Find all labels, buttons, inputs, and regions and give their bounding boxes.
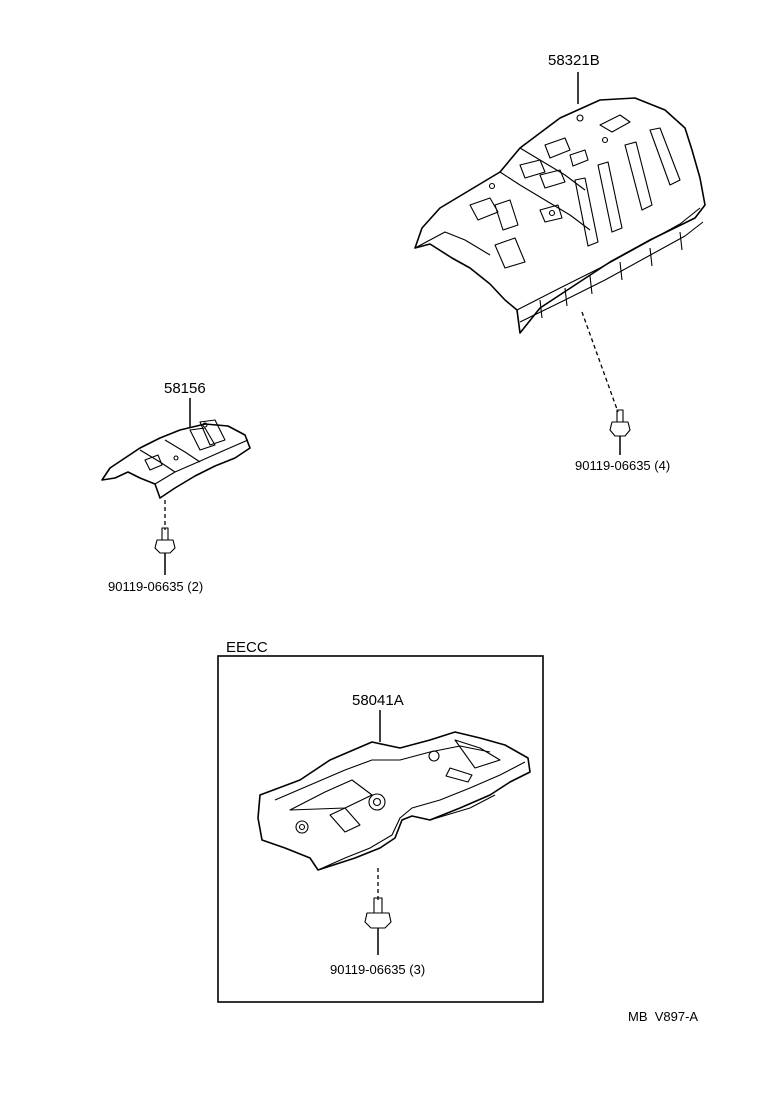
part-label-bolt-3: 90119-06635 (3) xyxy=(330,962,425,977)
heat-shield-58321b xyxy=(414,97,706,334)
bolt-icon xyxy=(609,409,631,437)
part-label-58156: 58156 xyxy=(164,380,206,397)
bolt-icon xyxy=(154,527,176,554)
eecc-frame xyxy=(217,655,544,1003)
dashed-leader xyxy=(581,311,619,413)
box-title: EECC xyxy=(226,639,268,656)
heat-shield-58041a xyxy=(257,731,531,871)
part-label-bolt-2: 90119-06635 (2) xyxy=(108,579,203,594)
part-label-58321b: 58321B xyxy=(548,52,600,69)
bolt-icon xyxy=(364,897,392,929)
heat-shield-58156 xyxy=(101,419,251,499)
part-label-bolt-4: 90119-06635 (4) xyxy=(575,458,670,473)
part-label-58041a: 58041A xyxy=(352,692,404,709)
diagram-code: MB V897-A xyxy=(628,1009,698,1024)
